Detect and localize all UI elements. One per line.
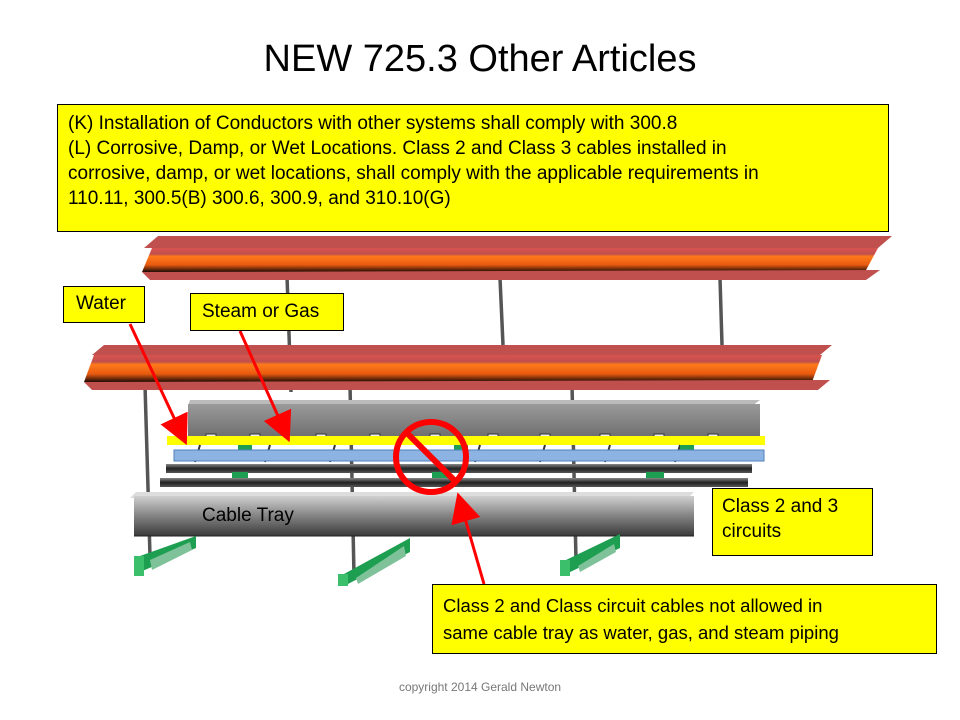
rules-line: corrosive, damp, or wet locations, shall… (68, 163, 759, 184)
water-pipe (167, 436, 765, 445)
warning-line: same cable tray as water, gas, and steam… (443, 622, 839, 643)
prohibition-icon (393, 419, 469, 495)
cable-tray-label: Cable Tray (202, 505, 294, 526)
lower-steel-beam (84, 345, 832, 390)
warning-line: Class 2 and Class circuit cables not all… (443, 595, 823, 616)
rules-line: (L) Corrosive, Damp, or Wet Locations. C… (68, 138, 727, 159)
class-circuits-line: Class 2 and 3 (722, 496, 839, 517)
copyright-text: copyright 2014 Gerald Newton (398, 680, 562, 694)
rules-callout: (K) Installation of Conductors with othe… (57, 104, 889, 232)
upper-steel-beam (142, 236, 892, 280)
green-support-bits (238, 445, 694, 452)
steam-gas-label: Steam or Gas (190, 293, 344, 331)
steam-gas-pipe (173, 449, 765, 462)
green-strut-supports (134, 534, 620, 586)
cable-tray (130, 492, 694, 537)
warning-callout: Class 2 and Class circuit cables not all… (432, 584, 937, 654)
page-title: NEW 725.3 Other Articles (263, 38, 697, 80)
class-circuits-label: Class 2 and 3 circuits (712, 488, 873, 556)
green-tray-rungs (232, 472, 664, 478)
water-label: Water (63, 286, 145, 323)
rules-line: 110.11, 300.5(B) 300.6, 300.9, and 310.1… (68, 188, 451, 209)
class-circuits-line: circuits (722, 521, 782, 542)
callout-arrows (128, 323, 486, 585)
rules-line: (K) Installation of Conductors with othe… (68, 113, 678, 134)
